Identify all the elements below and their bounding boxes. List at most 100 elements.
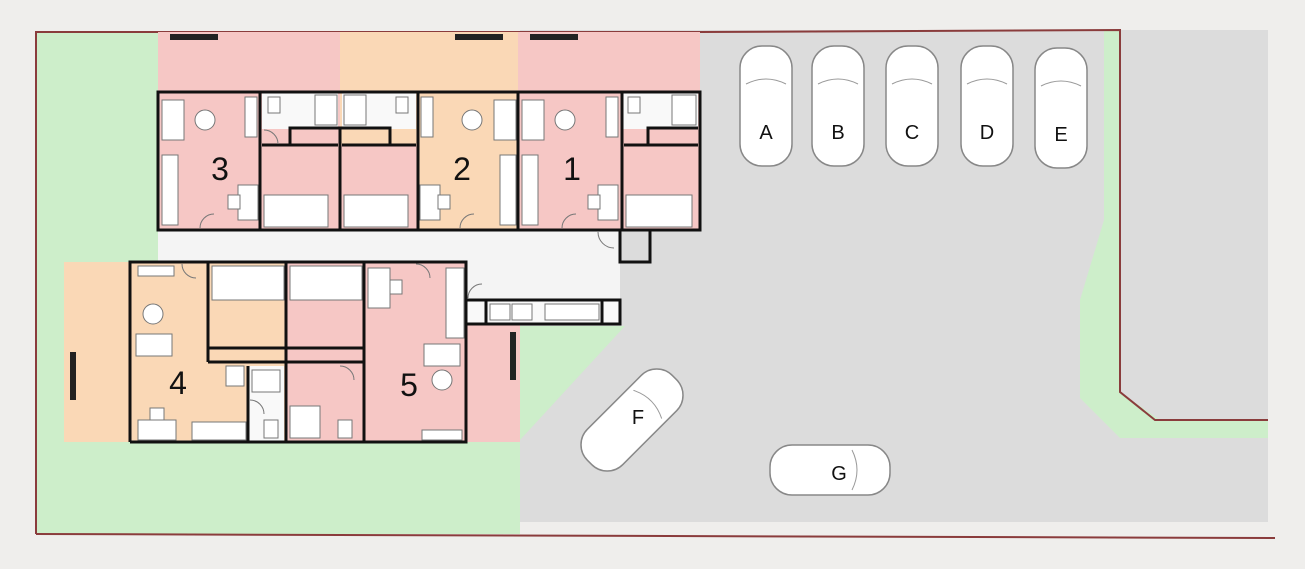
toilet	[395, 96, 409, 114]
unit-2-window	[455, 34, 503, 40]
unit-2-terrace	[340, 32, 518, 92]
kitchen-counter	[499, 154, 517, 226]
table	[142, 303, 164, 325]
unit-5-window	[510, 332, 516, 380]
unit-labels: 3 2 1 4 5	[169, 151, 581, 403]
kitchen-counter	[161, 154, 179, 226]
door	[561, 213, 577, 229]
door	[249, 399, 265, 415]
chair	[227, 194, 241, 210]
car-b: B	[811, 45, 865, 167]
car-label-b: B	[831, 122, 844, 144]
car-body	[885, 45, 939, 167]
unit-label-2: 2	[453, 151, 471, 187]
car-windshield	[851, 449, 858, 491]
cars: A B C D E F G	[580, 45, 1088, 496]
toilet	[337, 419, 353, 439]
chair	[587, 194, 601, 210]
bed	[263, 194, 329, 228]
car-label-d: D	[980, 122, 994, 144]
shelf	[421, 429, 463, 441]
unit-3-window	[170, 34, 218, 40]
bed	[211, 265, 285, 301]
counter	[544, 303, 600, 321]
bed	[625, 194, 693, 228]
desk	[237, 184, 259, 221]
sofa	[135, 333, 173, 357]
wall	[618, 230, 652, 264]
car-windshield	[745, 78, 787, 85]
car-a: A	[739, 45, 793, 167]
desk	[419, 184, 441, 221]
chair	[389, 279, 403, 295]
property-boundary-bottom	[35, 533, 1276, 539]
shower	[671, 94, 697, 126]
unit-1-window	[530, 34, 578, 40]
door	[415, 263, 431, 279]
lower-walls	[128, 260, 622, 444]
car-body	[1034, 47, 1088, 169]
lawn-middle	[520, 326, 625, 440]
car-label-c: C	[905, 122, 919, 144]
bed	[289, 265, 363, 301]
car-windshield	[633, 389, 663, 419]
car-windshield	[817, 78, 859, 85]
sofa	[423, 343, 461, 367]
car-windshield	[891, 78, 933, 85]
bed	[343, 194, 409, 228]
shelf	[137, 265, 175, 277]
car-label-g: G	[831, 463, 847, 485]
desk	[367, 267, 391, 309]
desk	[597, 184, 619, 221]
wall	[646, 126, 698, 145]
toilet	[267, 96, 281, 114]
washer	[489, 303, 511, 321]
sofa	[161, 99, 185, 141]
table	[461, 109, 483, 131]
door	[597, 231, 615, 249]
unit-label-5: 5	[400, 367, 418, 403]
unit-3-terrace	[158, 32, 340, 92]
car-label-a: A	[759, 122, 773, 144]
car-g	[769, 444, 891, 496]
doors	[181, 129, 615, 415]
kitchen-counter	[191, 421, 247, 441]
lower-furniture	[135, 265, 600, 441]
car-body	[960, 45, 1014, 167]
unit-label-4: 4	[169, 365, 187, 401]
shower	[343, 94, 367, 126]
car-body	[739, 45, 793, 167]
door	[467, 283, 483, 299]
property-boundary	[35, 28, 1268, 534]
unit-1-terrace	[518, 32, 700, 92]
sink	[251, 369, 281, 393]
kitchen-counter	[521, 154, 539, 226]
kitchen-counter	[445, 267, 465, 339]
door	[181, 263, 197, 279]
door	[339, 365, 355, 381]
door	[199, 213, 215, 229]
car-label-f: F	[632, 407, 644, 429]
car-d: D	[960, 45, 1014, 167]
cabinet	[225, 365, 245, 387]
car-e: E	[1034, 47, 1088, 169]
unit-4-window	[70, 352, 76, 400]
door	[459, 213, 475, 229]
car-body	[811, 45, 865, 167]
cabinet	[420, 96, 434, 138]
toilet	[263, 419, 279, 439]
table	[554, 109, 576, 131]
wall	[288, 126, 392, 145]
table	[431, 369, 453, 391]
car-c: C	[885, 45, 939, 167]
washer	[511, 303, 533, 321]
car-f	[580, 368, 684, 472]
car-label-e: E	[1054, 124, 1067, 146]
shower	[314, 94, 338, 126]
unit-label-1: 1	[563, 151, 581, 187]
unit-4-outline	[128, 260, 468, 444]
lawn-bottom	[36, 440, 520, 534]
upper-walls	[156, 90, 702, 264]
car-windshield	[966, 78, 1008, 85]
